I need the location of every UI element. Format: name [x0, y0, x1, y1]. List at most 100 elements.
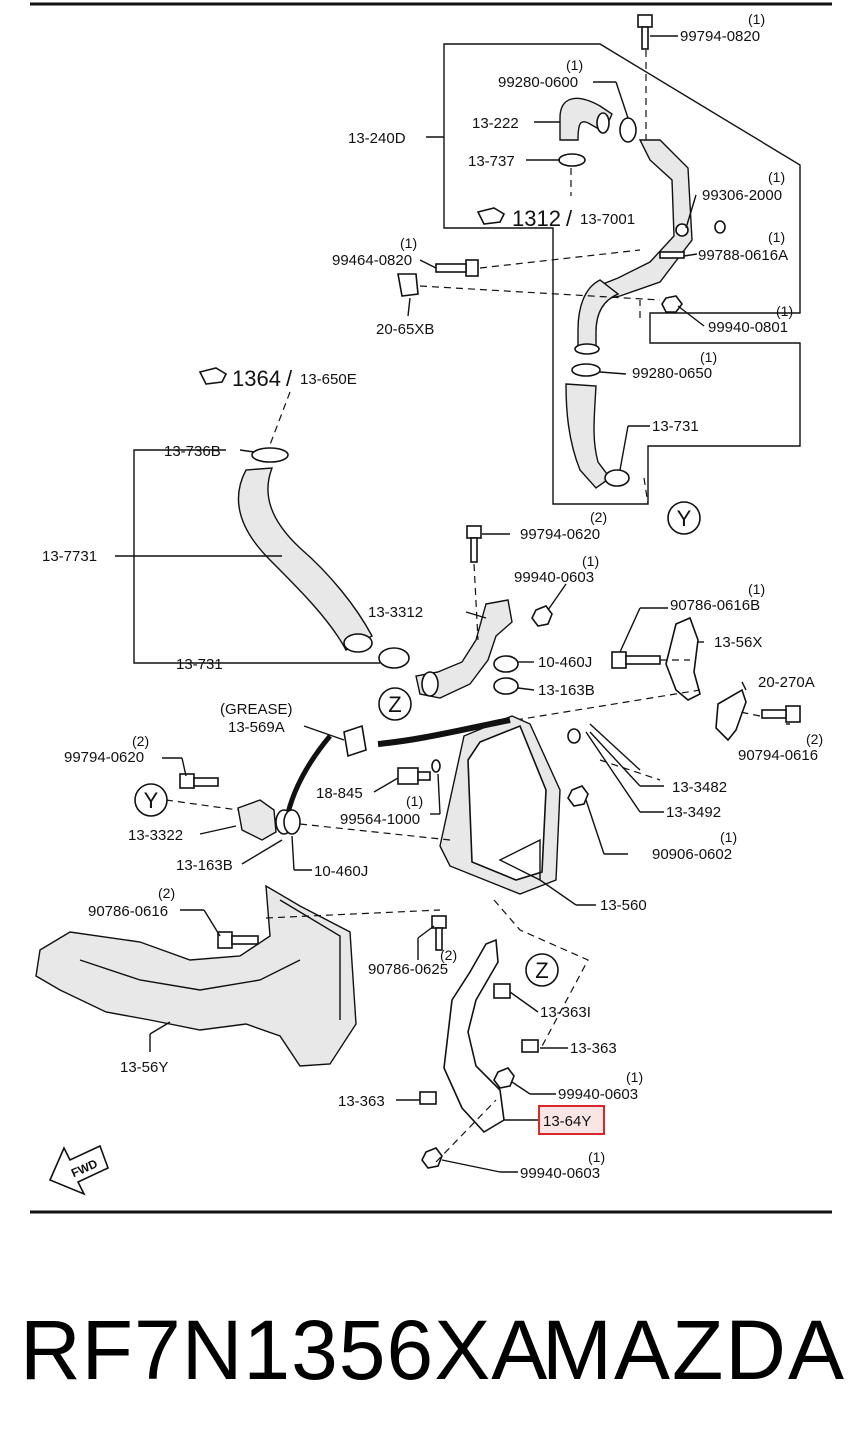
svg-text:(2): (2): [806, 731, 823, 747]
svg-text:13-56X: 13-56X: [714, 634, 762, 651]
part-labels: (1) 99794-0820 (1) 99280-0600 13-222 13-…: [42, 11, 823, 1182]
clamp-13-731: [378, 647, 410, 669]
grommet-13-363-lower: [419, 1091, 437, 1105]
svg-text:90786-0616: 90786-0616: [88, 903, 168, 920]
svg-text:13-64Y: 13-64Y: [543, 1113, 591, 1130]
clamp-99280-0600: [619, 117, 637, 143]
brand-name: MAZDA: [542, 1303, 846, 1397]
svg-text:/: /: [286, 366, 293, 391]
bolt-90786-0616: [217, 931, 259, 949]
grommet-13-363I: [493, 983, 511, 999]
svg-text:90906-0602: 90906-0602: [652, 846, 732, 863]
intercooler-13-560: [439, 715, 561, 895]
svg-text:20-270A: 20-270A: [758, 674, 815, 691]
svg-text:20-65XB: 20-65XB: [376, 321, 434, 338]
nut-99940-0603-bottom: [421, 1147, 443, 1169]
clamp-13-737: [558, 153, 586, 167]
svg-text:1364: 1364: [232, 366, 281, 391]
hose-lower-13-240D: [574, 279, 620, 355]
part-number: RF7N1356XA: [20, 1303, 549, 1397]
footer: RF7N1356XA MAZDA: [0, 1300, 864, 1420]
svg-text:90786-0625: 90786-0625: [368, 961, 448, 978]
svg-text:13-7001: 13-7001: [580, 211, 635, 228]
callout-z-mid: Z: [378, 687, 412, 721]
svg-text:(1): (1): [566, 57, 583, 73]
svg-text:99306-2000: 99306-2000: [702, 187, 782, 204]
bolt-90786-0625: [431, 915, 447, 951]
grommet-13-363: [521, 1039, 539, 1053]
pipe-13-3322: [237, 799, 301, 841]
svg-text:13-560: 13-560: [600, 897, 647, 914]
hose-13-7731: [237, 467, 373, 653]
hose-13-731-upper: [565, 383, 611, 489]
bolt-99788-0616A: [659, 251, 685, 259]
svg-text:(1): (1): [588, 1149, 605, 1165]
svg-text:13-163B: 13-163B: [538, 682, 595, 699]
bracket-20-270A: [715, 688, 747, 742]
svg-text:13-737: 13-737: [468, 153, 515, 170]
hand-pointer-icon: [476, 207, 506, 225]
svg-text:13-363: 13-363: [570, 1040, 617, 1057]
svg-text:(1): (1): [700, 349, 717, 365]
svg-text:(1): (1): [768, 229, 785, 245]
svg-text:(2): (2): [440, 947, 457, 963]
svg-text:13-3322: 13-3322: [128, 827, 183, 844]
svg-text:(2): (2): [158, 885, 175, 901]
svg-text:99940-0603: 99940-0603: [514, 569, 594, 586]
nut-99940-0801: [661, 295, 683, 313]
nut-90906-0602: [567, 785, 589, 807]
svg-text:13-3482: 13-3482: [672, 779, 727, 796]
svg-text:99280-0650: 99280-0650: [632, 365, 712, 382]
oring-13-163B: [493, 677, 519, 695]
svg-text:(GREASE): (GREASE): [220, 701, 293, 718]
svg-text:13-7731: 13-7731: [42, 548, 97, 565]
bracket-13-64Y: [443, 938, 505, 1134]
svg-text:90794-0616: 90794-0616: [738, 747, 818, 764]
svg-text:(1): (1): [400, 235, 417, 251]
clip-99564-1000: [431, 759, 441, 773]
washer-99306-2000: [714, 220, 726, 234]
svg-text:(1): (1): [406, 793, 423, 809]
ref-1312: 1312 / 13-7001: [476, 206, 635, 231]
hose-13-222: [559, 97, 613, 141]
ref-1364: 1364 / 13-650E: [198, 366, 357, 391]
svg-text:13-731: 13-731: [652, 418, 699, 435]
svg-text:99564-1000: 99564-1000: [340, 811, 420, 828]
svg-text:(1): (1): [582, 553, 599, 569]
svg-text:99280-0600: 99280-0600: [498, 74, 578, 91]
svg-text:13-240D: 13-240D: [348, 130, 406, 147]
group-bracket-13-240D: [443, 43, 801, 505]
svg-text:99794-0820: 99794-0820: [680, 28, 760, 45]
duct-13-56Y: [35, 884, 357, 1067]
bolt-90794-0616: [761, 705, 801, 723]
svg-text:(2): (2): [590, 509, 607, 525]
svg-text:Z: Z: [388, 692, 401, 717]
svg-text:99940-0603: 99940-0603: [520, 1165, 600, 1182]
svg-text:13-650E: 13-650E: [300, 371, 357, 388]
bolt-13-3482: [567, 723, 641, 771]
svg-text:(1): (1): [626, 1069, 643, 1085]
bolt-99464-0820: [435, 259, 479, 277]
callout-z-lower: Z: [525, 953, 559, 987]
svg-text:90786-0616B: 90786-0616B: [670, 597, 760, 614]
oring-10-460J: [493, 655, 519, 673]
svg-text:(1): (1): [776, 303, 793, 319]
svg-text:99794-0620: 99794-0620: [64, 749, 144, 766]
highlight-box-13-64Y: [538, 1105, 605, 1135]
svg-text:13-222: 13-222: [472, 115, 519, 132]
svg-text:/: /: [566, 206, 573, 231]
fwd-arrow-icon: FWD: [48, 1144, 110, 1196]
svg-text:99788-0616A: 99788-0616A: [698, 247, 788, 264]
svg-text:18-845: 18-845: [316, 785, 363, 802]
clamp-13-731-upper: [604, 469, 630, 487]
svg-text:99940-0603: 99940-0603: [558, 1086, 638, 1103]
svg-text:13-569A: 13-569A: [228, 719, 285, 736]
svg-text:99940-0801: 99940-0801: [708, 319, 788, 336]
bracket-13-56X: [665, 616, 701, 701]
hand-pointer-icon: [198, 367, 228, 385]
nut-99940-0603-top: [531, 605, 553, 627]
svg-text:99464-0820: 99464-0820: [332, 252, 412, 269]
svg-text:13-736B: 13-736B: [164, 443, 221, 460]
clamp-99280-0650: [571, 363, 601, 377]
clamp-13-736B: [251, 447, 289, 463]
